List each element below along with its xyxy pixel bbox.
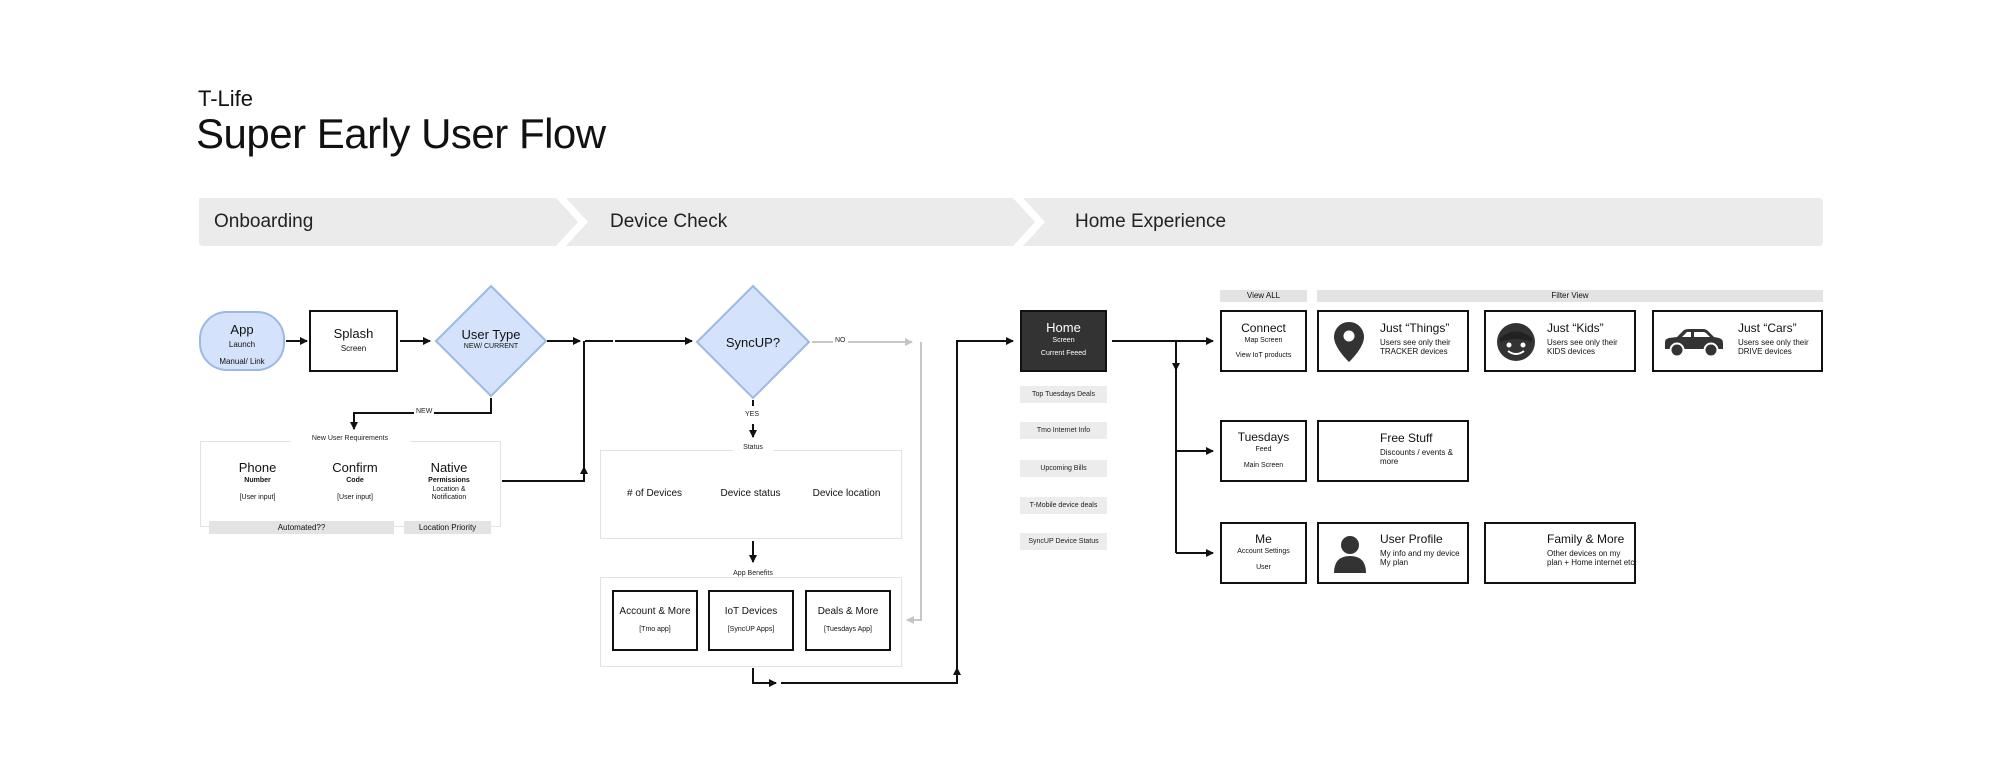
filter-kids-title: Just “Kids”: [1547, 321, 1604, 335]
benefit-account: Account & More [Tmo app]: [612, 590, 698, 651]
status-caption: Status: [733, 444, 773, 451]
user-type-title: User Type: [461, 327, 521, 342]
new-branch-label: NEW: [414, 408, 435, 415]
confirm-sub: Code: [346, 477, 364, 484]
filter-kids-desc: Users see only their KIDS devices: [1547, 338, 1618, 356]
phone-note: [User input]: [239, 494, 276, 501]
app-name: T-Life: [198, 86, 254, 111]
splash-title: Splash: [333, 326, 374, 341]
app-sub2: Manual/ Link: [219, 357, 265, 366]
benefit-account-sub: [Tmo app]: [639, 626, 671, 633]
free-stuff-card[interactable]: Free Stuff Discounts / events & more: [1317, 420, 1469, 482]
app-title: App: [230, 322, 254, 337]
app-launch-node: App Launch Manual/ Link: [199, 311, 285, 371]
location-pin-icon: [1334, 322, 1364, 362]
benefit-iot-title: IoT Devices: [724, 606, 778, 617]
feed-tag-internet: Tmo Internet Info: [1020, 422, 1107, 439]
status-group: [600, 450, 902, 539]
person-icon: [1334, 536, 1366, 573]
confirm-step: Confirm Code [User input]: [312, 451, 398, 511]
location-priority-tag: Location Priority: [404, 521, 491, 534]
me-sub2: User: [1256, 564, 1271, 571]
phase-home-experience: Home Experience: [1075, 211, 1227, 232]
user-type-diamond: [434, 284, 548, 398]
app-benefits-caption: App Benefits: [723, 570, 783, 577]
yes-branch-label: YES: [743, 411, 762, 418]
device-location-label: Device location: [812, 487, 881, 499]
benefit-account-title: Account & More: [619, 606, 691, 617]
devices-count-label: # of Devices: [626, 487, 683, 499]
benefit-deals-title: Deals & More: [817, 606, 879, 617]
user-profile-title: User Profile: [1380, 532, 1443, 546]
me-title: Me: [1255, 532, 1272, 546]
filter-cars-card[interactable]: Just “Cars” Users see only their DRIVE d…: [1652, 310, 1823, 372]
native-note: Location & Notification: [431, 486, 467, 501]
home-sub2: Current Feeed: [1040, 350, 1087, 357]
filter-things-card[interactable]: Just “Things” Users see only their TRACK…: [1317, 310, 1469, 372]
filter-cars-desc: Users see only their DRIVE devices: [1738, 338, 1809, 356]
connect-sub: Map Screen: [1244, 337, 1283, 344]
filter-things-desc: Users see only their TRACKER devices: [1380, 338, 1451, 356]
phone-title: Phone: [238, 460, 277, 475]
free-stuff-title: Free Stuff: [1380, 431, 1433, 445]
free-stuff-desc: Discounts / events & more: [1380, 448, 1453, 466]
syncup-title: SyncUP?: [725, 335, 781, 350]
phase-bar: [199, 198, 1823, 246]
new-user-requirements-caption: New User Requirements: [290, 435, 410, 442]
filter-cars-title: Just “Cars”: [1738, 321, 1797, 335]
car-icon: [1665, 329, 1723, 358]
feed-tag-bills: Upcoming Bills: [1020, 460, 1107, 477]
syncup-diamond: [695, 284, 811, 400]
user-type-sub: NEW/ CURRENT: [463, 343, 519, 350]
splash-node: Splash Screen: [309, 310, 398, 372]
family-title: Family & More: [1547, 532, 1625, 546]
home-title: Home: [1046, 320, 1081, 335]
benefit-deals-sub: [Tuesdays App]: [824, 626, 872, 633]
user-type-label: User Type NEW/ CURRENT: [441, 327, 541, 350]
phone-step: Phone Number [User input]: [210, 451, 305, 511]
kid-face-icon: [1497, 323, 1535, 361]
family-card[interactable]: Family & More Other devices on my plan +…: [1484, 522, 1636, 584]
feed-tag-device-deals: T-Mobile device deals: [1020, 497, 1107, 514]
page-title: Super Early User Flow: [196, 110, 606, 157]
splash-sub: Screen: [340, 344, 367, 353]
me-sub: Account Settings: [1237, 548, 1290, 555]
no-branch-label: NO: [833, 337, 848, 344]
benefit-iot-sub: [SyncUP Apps]: [727, 626, 775, 633]
feed-tag-syncup: SyncUP Device Status: [1020, 533, 1107, 550]
filter-kids-card[interactable]: Just “Kids” Users see only their KIDS de…: [1484, 310, 1636, 372]
feed-tag-deals: Top Tuesdays Deals: [1020, 386, 1107, 403]
phase-device-check: Device Check: [610, 211, 728, 232]
native-step: Native Permissions Location & Notificati…: [411, 451, 487, 511]
connect-node: Connect Map Screen View IoT products: [1220, 310, 1307, 372]
app-sub: Launch: [228, 340, 256, 349]
confirm-note: [User input]: [337, 494, 373, 501]
me-node: Me Account Settings User: [1220, 522, 1307, 584]
home-sub: Screen: [1052, 337, 1075, 344]
view-all-tab[interactable]: View ALL: [1220, 290, 1307, 302]
user-profile-card[interactable]: User Profile My info and my device My pl…: [1317, 522, 1469, 584]
tuesdays-title: Tuesdays: [1237, 430, 1290, 444]
confirm-title: Confirm: [332, 460, 378, 475]
connect-sub2: View IoT products: [1235, 352, 1292, 359]
filter-view-tab[interactable]: Filter View: [1317, 290, 1823, 302]
tuesdays-node: Tuesdays Feed Main Screen: [1220, 420, 1307, 482]
automated-tag: Automated??: [209, 521, 394, 534]
tuesdays-sub: Feed: [1255, 446, 1272, 453]
family-desc: Other devices on my plan + Home internet…: [1547, 549, 1635, 567]
phase-onboarding: Onboarding: [214, 211, 314, 232]
native-title: Native: [430, 460, 468, 475]
tuesdays-sub2: Main Screen: [1243, 462, 1284, 469]
connect-title: Connect: [1241, 321, 1286, 335]
benefit-deals: Deals & More [Tuesdays App]: [805, 590, 891, 651]
user-profile-desc: My info and my device My plan: [1380, 549, 1460, 567]
home-node: Home Screen Current Feeed: [1020, 310, 1107, 372]
filter-things-title: Just “Things”: [1380, 321, 1450, 335]
phone-sub: Number: [244, 477, 271, 484]
native-sub: Permissions: [428, 477, 470, 484]
device-status-label: Device status: [720, 487, 781, 499]
benefit-iot: IoT Devices [SyncUP Apps]: [708, 590, 794, 651]
